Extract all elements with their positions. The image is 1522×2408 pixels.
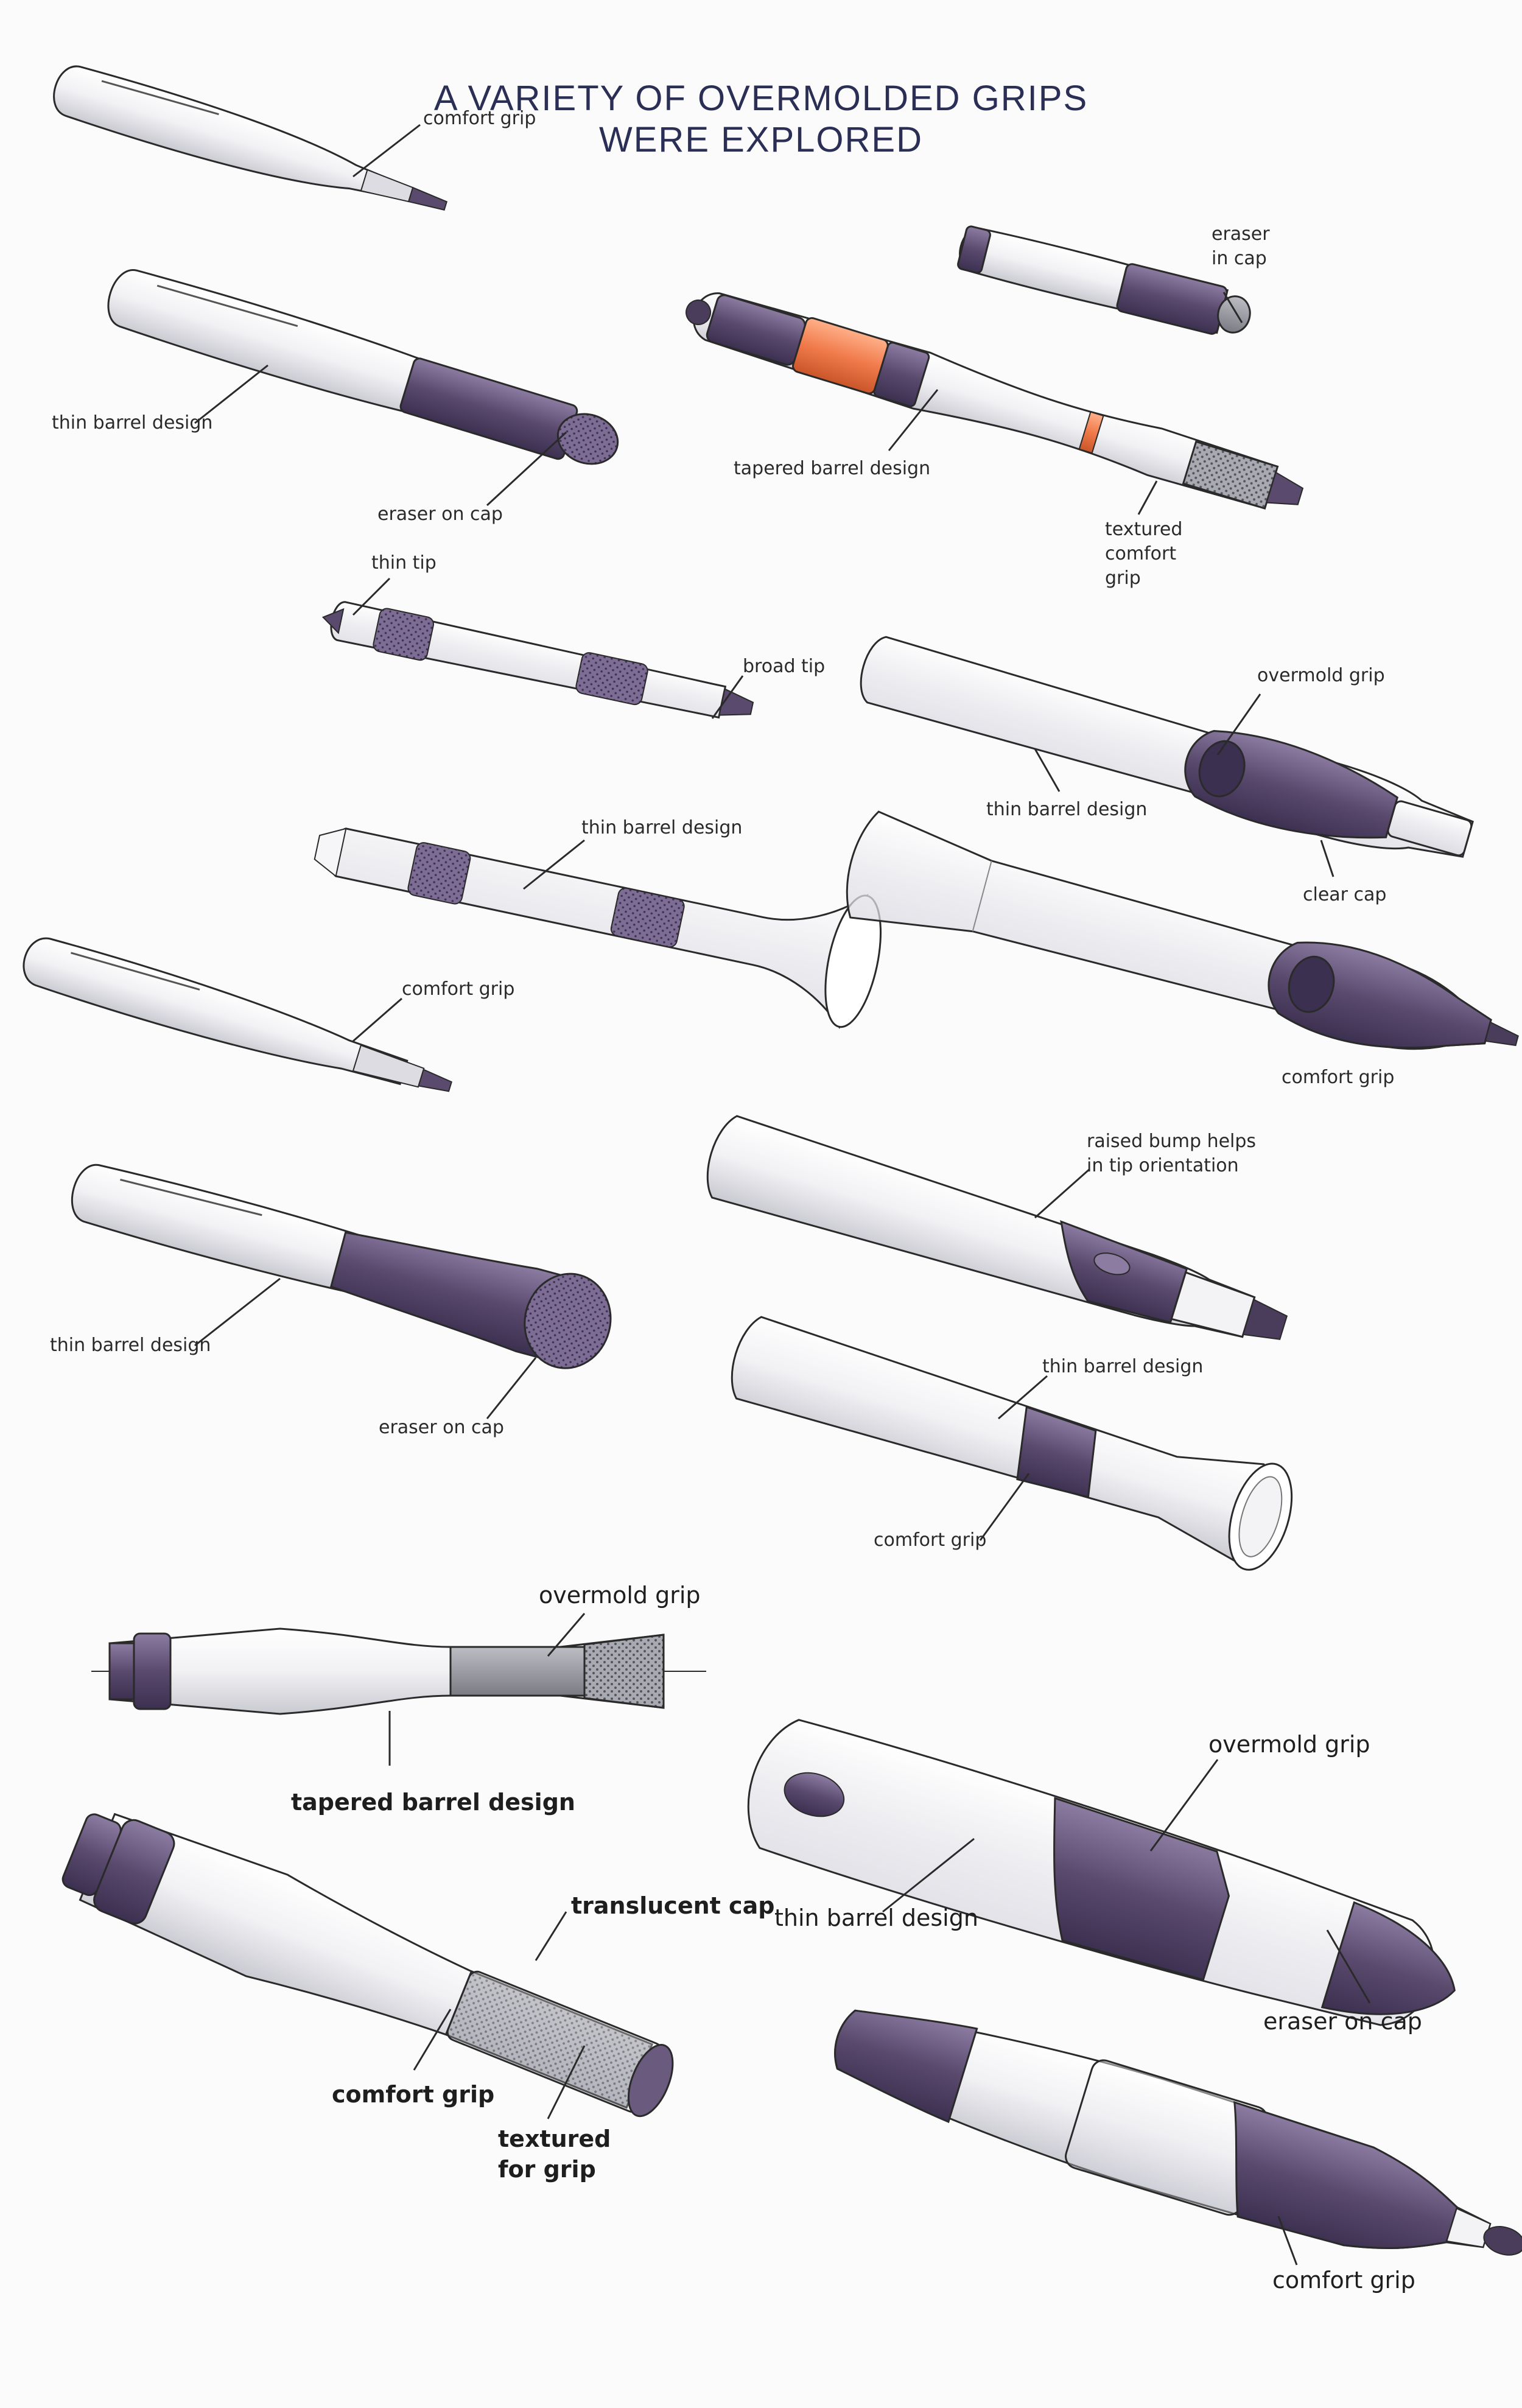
leader-line — [1320, 840, 1334, 877]
leader-line — [523, 839, 585, 890]
leader-line — [1216, 693, 1261, 756]
leader-line — [486, 431, 567, 507]
label-comfort-grip: comfort grip — [402, 978, 515, 1000]
leader-line — [882, 1838, 975, 1913]
label-comfort-grip: comfort grip — [423, 108, 536, 129]
label-textured-for-grip: textured for grip — [498, 2125, 611, 2183]
label-broad-tip: broad tip — [743, 656, 826, 677]
label-overmold-grip: overmold grip — [539, 1582, 701, 1609]
leader-line — [998, 1375, 1048, 1420]
label-thin-barrel-design: thin barrel design — [50, 1335, 211, 1356]
label-clear-cap: clear cap — [1303, 884, 1387, 905]
leader-line — [194, 1277, 281, 1347]
pen-sketch-15 — [747, 1719, 1456, 2026]
pen-sketch-12 — [731, 1316, 1293, 1571]
pen-sketch-7 — [314, 827, 882, 1030]
pen-sketch-10 — [71, 1164, 612, 1369]
leader-line — [352, 997, 402, 1042]
label-comfort-grip: comfort grip — [1272, 2267, 1415, 2294]
label-thin-barrel-design: thin barrel design — [986, 799, 1148, 820]
label-eraser-on-cap: eraser on cap — [379, 1417, 504, 1438]
label-comfort-grip: comfort grip — [1282, 1067, 1395, 1088]
label-eraser-in-cap: eraser in cap — [1212, 223, 1270, 269]
label-thin-barrel-design: thin barrel design — [52, 412, 213, 434]
pen-sketch-11 — [706, 1115, 1288, 1340]
label-textured-comfort-grip: textured comfort grip — [1105, 519, 1183, 589]
label-tapered-barrel-design: tapered barrel design — [291, 1789, 575, 1816]
label-comfort-grip: comfort grip — [332, 2081, 495, 2108]
leader-line — [1149, 1759, 1219, 1852]
leader-line — [486, 1357, 537, 1419]
leader-line — [535, 1911, 567, 1961]
label-overmold-grip: overmold grip — [1257, 665, 1385, 686]
leader-line — [1326, 1929, 1371, 2004]
leader-line — [1277, 2216, 1298, 2266]
pen-sketch-16 — [834, 2009, 1522, 2256]
pen-sketch-9 — [23, 937, 452, 1092]
pen-sketch-13 — [91, 1627, 706, 1715]
leader-line — [352, 577, 391, 616]
label-tapered-barrel-design: tapered barrel design — [734, 458, 931, 479]
leader-line — [1222, 292, 1243, 323]
leader-line — [413, 2009, 452, 2071]
label-comfort-grip: comfort grip — [874, 1529, 987, 1551]
leader-line — [888, 389, 939, 451]
label-eraser-on-cap: eraser on cap — [377, 504, 503, 525]
label-thin-barrel-design: thin barrel design — [774, 1904, 978, 1931]
label-raised-bump: raised bump helps in tip orientation — [1087, 1131, 1257, 1176]
pen-sketch-1 — [53, 65, 448, 211]
pen-sketch-6 — [860, 636, 1474, 858]
pen-sketch-14 — [61, 1813, 674, 2118]
label-eraser-on-cap: eraser on cap — [1263, 2008, 1422, 2035]
pen-sketch-4 — [686, 292, 1304, 510]
label-overmold-grip: overmold grip — [1208, 1731, 1370, 1758]
label-thin-barrel-design: thin barrel design — [581, 817, 743, 838]
leader-line — [979, 1473, 1030, 1541]
pen-sketch-8 — [846, 810, 1519, 1050]
leader-line — [711, 675, 744, 719]
pen-sketch-3 — [957, 225, 1251, 335]
pen-sketch-5 — [321, 601, 754, 719]
label-thin-tip: thin tip — [371, 552, 437, 574]
leader-line — [1034, 1168, 1090, 1219]
leader-line — [547, 2045, 586, 2119]
label-translucent-cap: translucent cap — [571, 1892, 775, 1919]
leader-line — [1137, 480, 1158, 515]
leader-line — [352, 124, 421, 178]
pen-sketch-2 — [107, 269, 619, 465]
label-thin-barrel-design: thin barrel design — [1042, 1356, 1204, 1377]
leader-line — [1034, 748, 1061, 792]
page-title-line-2: WERE EXPLORED — [599, 120, 923, 160]
page-title-line-1: A VARIETY OF OVERMOLDED GRIPS — [433, 79, 1089, 118]
leader-line — [194, 364, 268, 424]
leader-line — [547, 1613, 586, 1657]
